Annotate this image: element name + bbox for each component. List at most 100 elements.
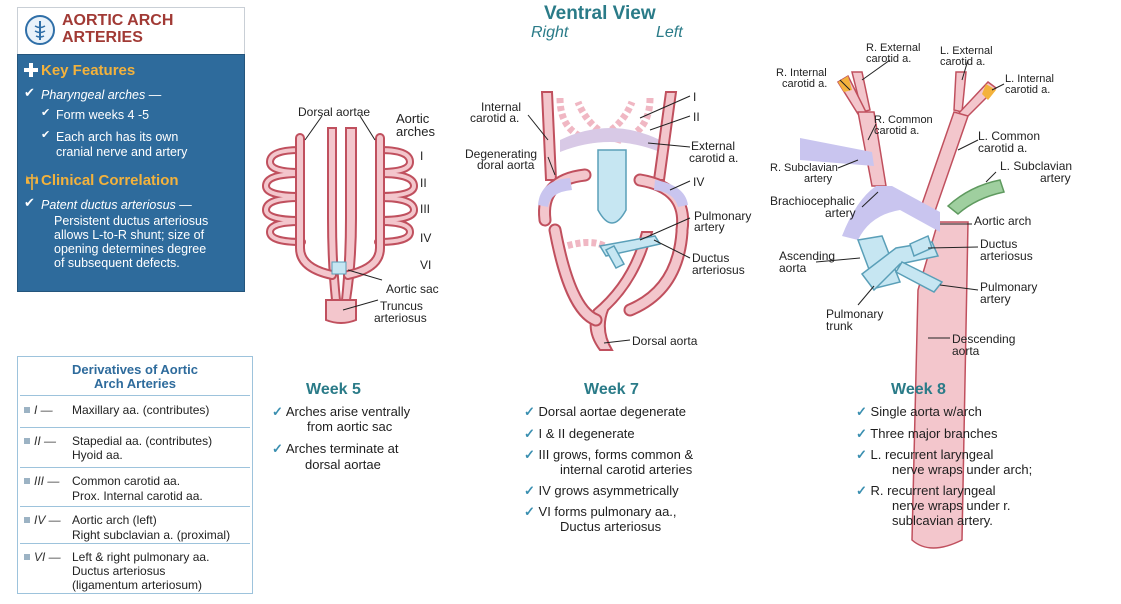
label-r-ext-carotid-2: carotid a. [866, 53, 912, 65]
label-arch-ii: II [420, 176, 427, 190]
week8-note: ✓ L. recurrent laryngeal [856, 448, 993, 462]
label-pulmonary-2: artery [694, 220, 725, 234]
bullet-icon [24, 407, 30, 413]
bullet-icon [24, 554, 30, 560]
label-r-int-carotid-2: carotid a. [782, 78, 828, 90]
derivatives-title: Derivatives of Aortic Arch Arteries [18, 363, 252, 391]
label-l-common-1: L. Common [978, 129, 1041, 143]
label-degenerating-1: Degenerating [465, 147, 538, 161]
label-brachio-1: Brachiocephalic [770, 194, 855, 208]
scale-icon [26, 174, 38, 190]
label-brachio-2: artery [825, 206, 856, 220]
checkmark-icon: ✓ [856, 483, 867, 498]
dorsal-aorta-w7 [589, 231, 654, 351]
table-row: I — Maxillary aa. (contributes) [20, 395, 250, 423]
note-text: Dorsal aortae degenerate [538, 404, 686, 419]
label-internal-carotid-2: carotid a. [470, 111, 520, 125]
week7-vessels [540, 91, 678, 351]
week5-diagram [325, 127, 357, 324]
label-l-subclavian-2: artery [1040, 171, 1071, 185]
checkmark-icon: ✓ [524, 483, 535, 498]
key-feature-subitem: Form weeks 4 -5 [56, 108, 150, 122]
week5-note: ✓ Arches terminate at [272, 442, 399, 456]
label-pulm-trunk-2: trunk [826, 319, 853, 333]
table-row: III — Common carotid aa. Prox. Internal … [20, 467, 250, 505]
label-arch-iv: IV [420, 231, 432, 245]
week7-fused-area [560, 128, 660, 152]
arch-number: I — [34, 403, 53, 417]
checkmark-icon: ✓ [272, 441, 283, 456]
label-aortic-arch: Aortic arch [974, 214, 1032, 228]
checkmark-icon: ✓ [524, 447, 535, 462]
label-r-common-1: R. Common [874, 114, 933, 126]
arch-number: III — [34, 474, 60, 488]
week8-note: ✓ Three major branches [856, 427, 997, 441]
clinical-text: allows L-to-R shunt; size of [54, 228, 205, 242]
checkmark-icon: ✓ [524, 504, 535, 519]
note-text: internal carotid arteries [560, 462, 693, 477]
week5-note: ✓ Arches arise ventrally [272, 405, 410, 419]
derivative-text: Common carotid aa. [72, 474, 181, 488]
label-truncus-1: Truncus [380, 299, 423, 313]
label-aortic-arches-2: arches [396, 124, 436, 139]
key-feature-item: Pharyngeal arches — [41, 88, 162, 102]
note-text: sublcavian artery. [892, 513, 993, 528]
derivatives-title-line2: Arch Arteries [94, 376, 176, 391]
note-text: R. recurrent laryngeal [870, 483, 996, 498]
label-l-subclavian-1: L. Subclavian [1000, 159, 1073, 173]
table-row: VI — Left & right pulmonary aa. Ductus a… [20, 543, 250, 593]
checkmark-icon: ✔ [41, 106, 51, 119]
week7-note: ✓ Dorsal aortae degenerate [524, 405, 686, 419]
label-degenerating-2: doral aorta [477, 158, 535, 172]
label-ductus-1: Ductus [692, 251, 730, 265]
note-text: VI forms pulmonary aa., [538, 504, 677, 519]
derivative-text: Hyoid aa. [72, 448, 123, 462]
checkmark-icon: ✓ [856, 426, 867, 441]
label-l-ext-carotid-2: carotid a. [940, 56, 986, 68]
clinical-text: Persistent ductus arteriosus [54, 214, 209, 228]
left-internal-carotid [652, 91, 678, 181]
note-text: I & II degenerate [538, 426, 635, 441]
pulmonary-w7 [598, 235, 662, 269]
week5-vessels [295, 133, 385, 280]
topic-header-card: AORTIC ARCH ARTERIES [17, 7, 245, 54]
checkmark-icon: ✓ [856, 447, 867, 462]
bullet-icon [24, 517, 30, 523]
week7-note: ✓ III grows, forms common & [524, 448, 693, 462]
label-pulm-trunk-1: Pulmonary [826, 307, 884, 321]
label-aortic-arches-1: Aortic [396, 111, 430, 126]
label-internal-carotid-1: Internal [481, 100, 522, 114]
clinical-correlation-heading: Clinical Correlation [41, 172, 179, 189]
bullet-icon [24, 478, 30, 484]
key-features-heading: Key Features [41, 62, 136, 79]
checkmark-icon: ✔ [24, 196, 35, 211]
topic-title-line2: ARTERIES [62, 29, 143, 46]
label-r-int-carotid-1: R. Internal [776, 67, 827, 79]
note-text: Arches arise ventrally [285, 404, 411, 419]
label-external-carotid-2: carotid a. [689, 151, 739, 165]
label-descending-1: Descending [952, 332, 1016, 346]
label-w7-arch-i: I [693, 90, 697, 104]
label-pulm-artery-1: Pulmonary [980, 280, 1038, 294]
clinical-item: Patent ductus arteriosus — [41, 198, 192, 212]
note-text: Three major branches [870, 426, 998, 441]
right-side-label: Right [531, 24, 569, 41]
l-external-carotid [953, 71, 967, 113]
note-text: Single aorta w/arch [870, 404, 982, 419]
label-w7-arch-ii: II [693, 110, 700, 124]
label-dorsal-aortae: Dorsal aortae [298, 105, 371, 119]
checkmark-icon: ✓ [524, 426, 535, 441]
label-truncus-2: arteriosus [374, 311, 427, 325]
derivatives-title-line1: Derivatives of Aortic [72, 362, 198, 377]
r-subclavian [800, 138, 874, 166]
week7-note: ✓ I & II degenerate [524, 427, 635, 441]
arch-number: II — [34, 434, 57, 448]
bullet-icon [24, 438, 30, 444]
left-side-label: Left [656, 24, 683, 41]
label-pulmonary-1: Pulmonary [694, 209, 752, 223]
checkmark-icon: ✔ [41, 128, 51, 141]
key-features-panel: Key Features ✔ Pharyngeal arches — ✔ For… [17, 54, 245, 292]
descending-aorta [911, 221, 969, 549]
truncus-stem [325, 299, 357, 324]
note-text: L. recurrent laryngeal [870, 447, 994, 462]
